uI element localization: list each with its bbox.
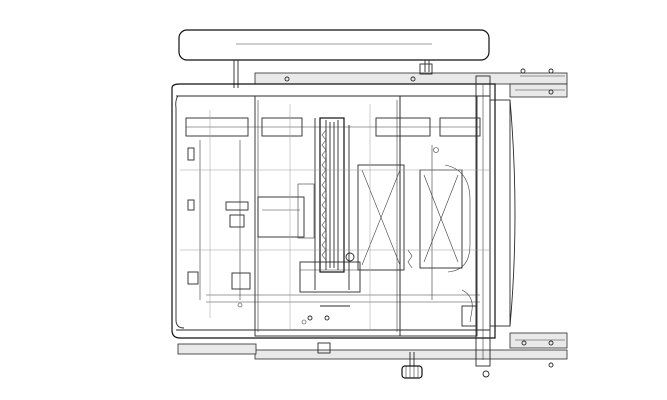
front-rail-top (254, 63, 568, 98)
rip-fence (475, 75, 516, 378)
top-guard-bar (178, 29, 490, 88)
left-mechanism (185, 117, 481, 327)
motor-housing (357, 145, 471, 300)
fence-lock-knob (401, 352, 423, 379)
front-rail-bottom (177, 332, 568, 368)
hidden-lines (180, 104, 490, 330)
table-top (171, 83, 496, 339)
saw-blade (300, 117, 358, 290)
